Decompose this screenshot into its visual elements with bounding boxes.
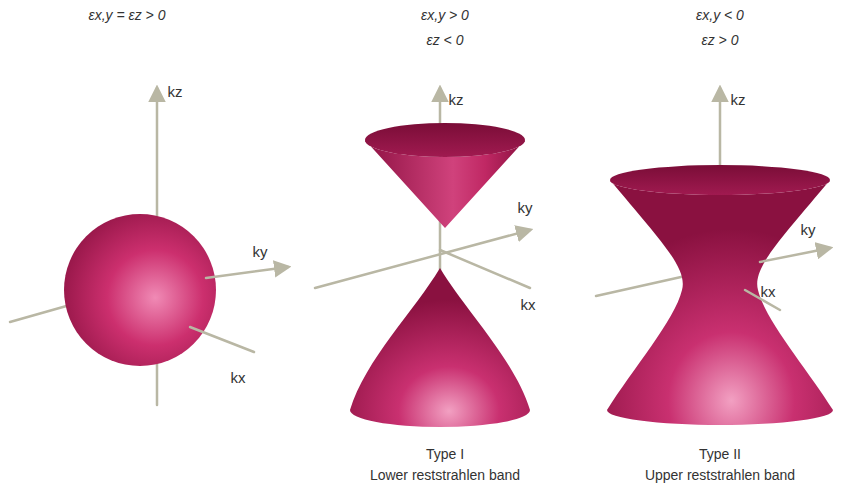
permittivity-condition: εx,y > 0 [421,8,469,23]
permittivity-condition: εx,y = εz > 0 [89,8,166,23]
axis-label: kx [761,284,776,301]
axis-label: kz [731,92,746,109]
permittivity-condition: εx,y < 0 [696,8,744,23]
band-caption: Lower reststrahlen band [370,468,520,483]
axis-label: kz [449,92,464,109]
band-caption: Upper reststrahlen band [645,468,795,483]
permittivity-condition: εz < 0 [427,33,464,48]
axis-label: kx [521,297,536,314]
axis-label: ky [518,200,533,217]
axis-label: ky [253,244,268,261]
type-caption: Type I [426,447,464,462]
axis-label: ky [801,222,816,239]
axis-label: kz [168,84,183,101]
type-caption: Type II [699,447,741,462]
axis-label: kx [231,370,246,387]
permittivity-condition: εz > 0 [702,33,739,48]
